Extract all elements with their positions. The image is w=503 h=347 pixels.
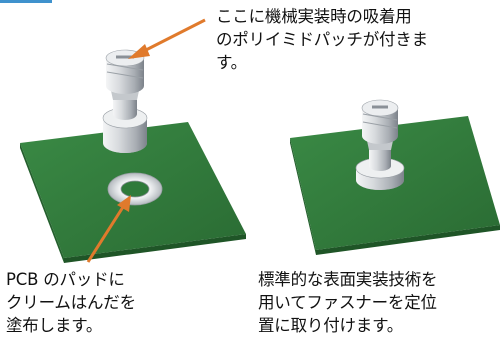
arrow-to-pad [86,195,131,263]
top-edge-accent [0,0,52,3]
patch-callout-text: ここに機械実装時の吸着用 のポリイミドパッチが付きま す。 [216,7,428,72]
standoff-fastener-icon [355,99,405,190]
right-step-caption: 標準的な表面実装技術を 用いてファスナーを定位 置に取り付けます。 [258,270,438,335]
standoff-fastener-icon [102,49,148,153]
arrow-to-patch [128,18,206,59]
left-step-caption: PCB のパッドに クリームはんだを 塗布します。 [6,270,136,335]
pad-ring-icon [107,172,163,206]
